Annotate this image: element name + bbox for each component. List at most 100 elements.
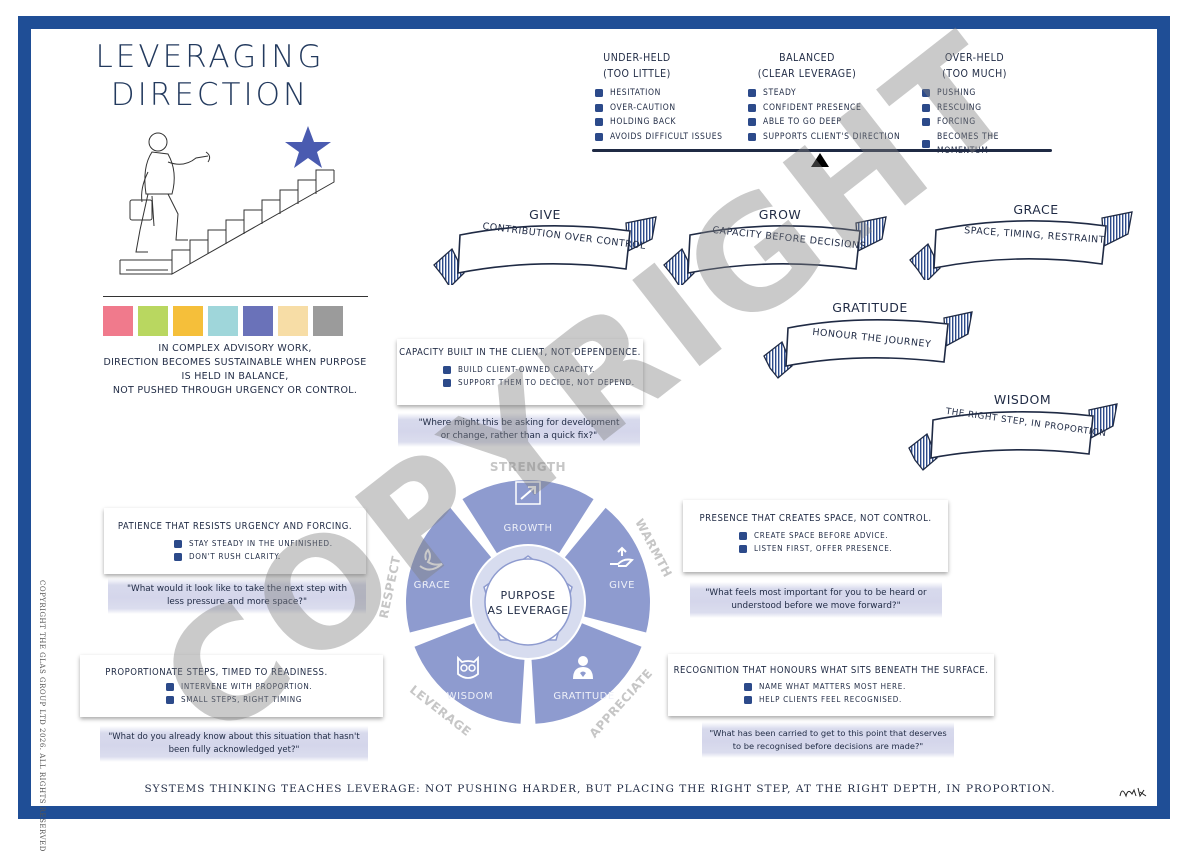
- statement-line: IN COMPLEX ADVISORY WORK,: [158, 343, 312, 354]
- list-item: SUPPORTS CLIENT'S DIRECTION: [748, 130, 900, 145]
- list-item-text: INTERVENE WITH PROPORTION.: [181, 682, 313, 691]
- wheel-segment-wisdom: [414, 623, 525, 724]
- ribbon-banner-shape: [663, 216, 887, 285]
- list-item-text: CREATE SPACE BEFORE ADVICE.: [754, 531, 889, 540]
- list-item-text: HESITATION: [610, 88, 661, 98]
- quote-proportionate: "What do you already know about this sit…: [100, 731, 368, 757]
- growth-arrow-icon: [515, 481, 541, 505]
- list-item-text: DON'T RUSH CLARITY.: [189, 552, 281, 561]
- card-heading: CAPACITY BUILT IN THE CLIENT, NOT DEPEND…: [399, 347, 641, 358]
- quote-brush: [702, 722, 954, 758]
- quote-line: "Where might this be asking for developm…: [418, 418, 620, 428]
- list-item: FORCING: [922, 115, 1052, 130]
- swatch-pink: [103, 306, 133, 336]
- quote-line: "What do you already know about this sit…: [108, 732, 360, 742]
- bullet-icon: [166, 695, 174, 704]
- balanced-header: BALANCED (CLEAR LEVERAGE): [752, 50, 862, 82]
- under-held-subtitle: (TOO LITTLE): [603, 68, 671, 80]
- list-item: SMALL STEPS, RIGHT TIMING: [166, 693, 383, 706]
- swatch-indigo: [243, 306, 273, 336]
- swatch-green: [138, 306, 168, 336]
- ribbon-wisdom: WISDOM THE RIGHT STEP, IN PROPORTION: [905, 392, 1120, 472]
- quote-line: "What feels most important for you to be…: [705, 588, 927, 598]
- card-capacity: CAPACITY BUILT IN THE CLIENT, NOT DEPEND…: [397, 339, 643, 405]
- list-item-text: AVOIDS DIFFICULT ISSUES: [610, 131, 723, 142]
- fulcrum-icon: [811, 153, 829, 167]
- list-item: AVOIDS DIFFICULT ISSUES: [595, 130, 723, 145]
- bullet-icon: [595, 118, 603, 127]
- ribbon-banner-shape: [433, 216, 657, 285]
- swatch-yellow: [173, 306, 203, 336]
- outer-label-strength: STRENGTH: [490, 460, 566, 474]
- wisdom-owl-icon: [457, 655, 479, 679]
- list-item-text: CONFIDENT PRESENCE: [763, 102, 862, 113]
- swatch-aqua: [208, 306, 238, 336]
- ribbon-banner-shape: [763, 311, 973, 379]
- wheel-segment-give: [564, 507, 650, 633]
- ribbon-grow: GROW CAPACITY BEFORE DECISIONS: [660, 205, 890, 285]
- bullet-icon: [595, 132, 603, 141]
- bullet-icon: [443, 378, 451, 387]
- quote-patience: "What would it look like to take the nex…: [108, 583, 366, 609]
- list-item-text: RESCUING: [937, 102, 982, 113]
- segment-label-wisdom: WISDOM: [447, 691, 493, 702]
- bullet-icon: [744, 682, 752, 691]
- purpose-wheel: PURPOSE AS LEVERAGE GROWTH GIVE GRATITUD…: [378, 460, 675, 740]
- list-item: BUILD CLIENT-OWNED CAPACITY.: [443, 363, 643, 376]
- list-item-text: HOLDING BACK: [610, 117, 677, 127]
- ribbon-banner-shape: [908, 403, 1118, 471]
- list-item: INTERVENE WITH PROPORTION.: [166, 680, 383, 693]
- quote-line: to be recognised before decisions are ma…: [732, 741, 924, 751]
- segment-label-gratitude: GRATITUDE: [553, 691, 614, 702]
- bullet-icon: [748, 103, 756, 112]
- list-item: HELP CLIENTS FEEL RECOGNISED.: [744, 693, 994, 706]
- statement-line: IS HELD IN BALANCE,: [181, 371, 289, 382]
- card-heading: PRESENCE THAT CREATES SPACE, NOT CONTROL…: [699, 513, 932, 524]
- star-icon: [285, 126, 331, 168]
- quote-line: or change, rather than a quick fix?": [440, 431, 598, 441]
- ribbon-title: GROW: [758, 207, 802, 222]
- bullet-icon: [174, 552, 182, 561]
- under-held-header: UNDER-HELD (TOO LITTLE): [592, 50, 682, 82]
- title-line-2: DIRECTION: [110, 77, 310, 113]
- statement-line: NOT PUSHED THROUGH URGENCY OR CONTROL.: [112, 385, 358, 396]
- list-item-text: OVER-CAUTION: [610, 102, 676, 113]
- list-item: ABLE TO GO DEEP: [748, 115, 900, 130]
- ribbon-title: WISDOM: [993, 392, 1052, 407]
- wheel-center-line-2: AS LEVERAGE: [487, 604, 568, 617]
- staircase-illustration: [119, 126, 335, 275]
- bullet-icon: [595, 89, 603, 98]
- wheel-segment-grace: [406, 507, 492, 633]
- list-item: OVER-CAUTION: [595, 101, 723, 116]
- list-item: STAY STEADY IN THE UNFINISHED.: [174, 537, 366, 550]
- bullet-icon: [166, 682, 174, 691]
- list-item: RESCUING: [922, 101, 1052, 116]
- ribbon-title: GRACE: [1013, 202, 1059, 217]
- footer-statement: SYSTEMS THINKING TEACHES LEVERAGE: NOT P…: [144, 783, 1056, 795]
- list-item: LISTEN FIRST, OFFER PRESENCE.: [739, 542, 948, 555]
- ribbon-banner-shape: [909, 211, 1133, 280]
- list-item: SUPPORT THEM TO DECIDE, NOT DEPEND.: [443, 376, 643, 389]
- give-hand-icon: [610, 546, 634, 567]
- swatch-cream: [278, 306, 308, 336]
- grace-swan-icon: [419, 548, 443, 571]
- ribbon-give: GIVE CONTRIBUTION OVER CONTROL: [430, 205, 660, 285]
- list-item-text: SUPPORTS CLIENT'S DIRECTION: [763, 131, 901, 142]
- list-item: NAME WHAT MATTERS MOST HERE.: [744, 680, 994, 693]
- list-item-text: HELP CLIENTS FEEL RECOGNISED.: [759, 695, 903, 704]
- bullet-icon: [748, 118, 756, 127]
- quote-recognition: "What has been carried to get to this po…: [702, 727, 954, 753]
- ribbon-grace: GRACE SPACE, TIMING, RESTRAINT: [906, 200, 1136, 280]
- quote-brush: [398, 413, 640, 447]
- ribbon-title: GIVE: [529, 207, 561, 222]
- scale-beam: [592, 149, 1052, 152]
- quote-line: understood before we move forward?": [731, 601, 901, 611]
- list-item-text: SMALL STEPS, RIGHT TIMING: [181, 695, 303, 704]
- bullet-icon: [174, 539, 182, 548]
- over-held-header: OVER-HELD (TOO MUCH): [932, 50, 1017, 82]
- bullet-icon: [922, 103, 930, 112]
- over-held-title: OVER-HELD: [944, 52, 1005, 64]
- list-item-text: ABLE TO GO DEEP: [763, 117, 842, 127]
- balanced-title: BALANCED: [779, 52, 835, 64]
- list-item: DON'T RUSH CLARITY.: [174, 550, 366, 563]
